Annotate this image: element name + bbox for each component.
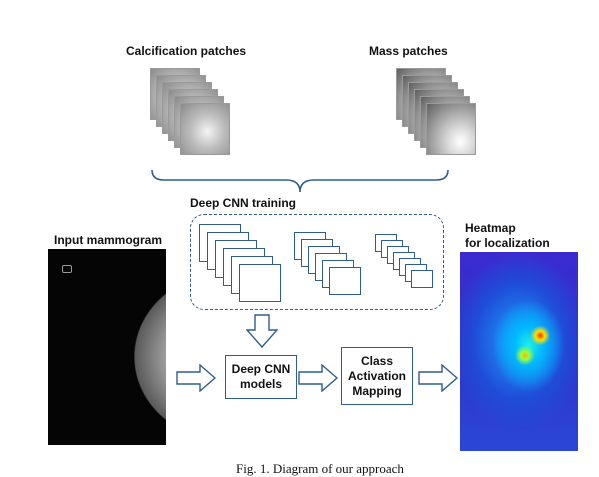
heatmap-label: Heatmap for localization — [465, 221, 550, 251]
mammogram-marker — [62, 265, 72, 273]
feature-map — [329, 267, 361, 295]
cam-line1: Class — [360, 353, 393, 368]
heatmap-image — [460, 252, 578, 451]
down-arrow — [246, 314, 278, 348]
training-region — [190, 214, 444, 310]
right-arrow — [418, 364, 458, 392]
models-line1: Deep CNN — [231, 362, 291, 376]
heatmap-label-line2: for localization — [465, 236, 550, 250]
input-mammogram-label: Input mammogram — [54, 233, 163, 247]
mass-patch-stack — [396, 68, 486, 158]
calcification-patches-label: Calcification patches — [126, 44, 247, 58]
mass-patches-label: Mass patches — [369, 44, 448, 58]
figure-caption: Fig. 1. Diagram of our approach — [236, 461, 404, 476]
models-line2: models — [239, 377, 282, 391]
deep-cnn-training-label: Deep CNN training — [190, 196, 297, 210]
heatmap-label-line1: Heatmap — [465, 221, 516, 235]
feature-map — [239, 264, 281, 302]
merge-brace — [151, 169, 449, 193]
right-arrow — [298, 364, 338, 392]
calcification-patch — [180, 103, 230, 155]
calcification-patch-stack — [150, 68, 240, 158]
cam-line2: Activation — [347, 368, 406, 383]
feature-map — [411, 270, 433, 288]
input-mammogram-image — [48, 249, 166, 445]
right-arrow — [176, 364, 216, 392]
mass-patch — [426, 103, 476, 155]
cam-line3: Mapping — [352, 383, 402, 398]
